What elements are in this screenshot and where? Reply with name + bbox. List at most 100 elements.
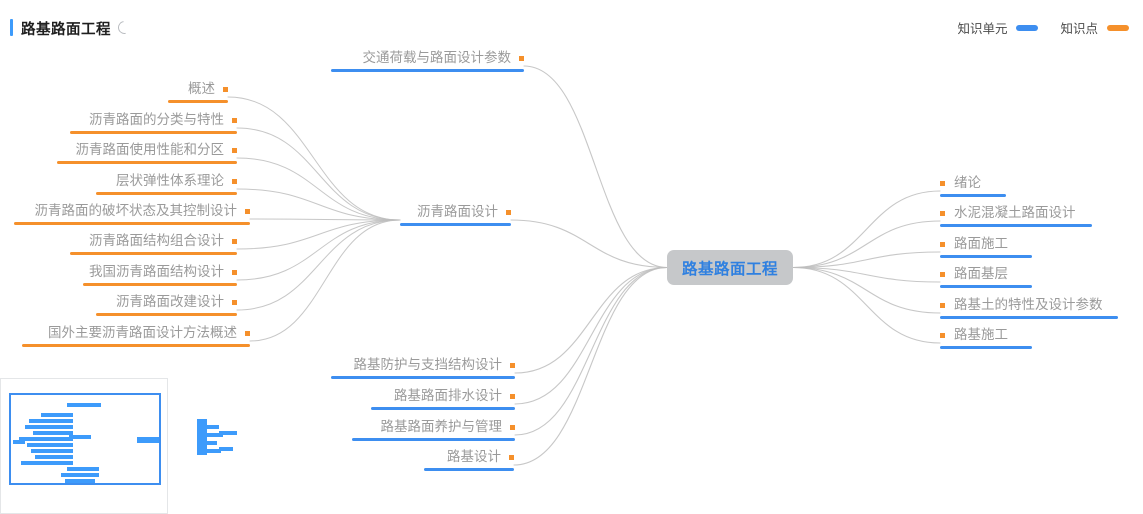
- node-label: 概述: [188, 81, 215, 96]
- connector-link: [792, 251, 941, 269]
- minimap-node-bar: [201, 425, 219, 429]
- loading-spinner-icon: [115, 18, 134, 37]
- legend-label-knowledge-point: 知识点: [1060, 22, 1098, 36]
- node-label: 路基路面排水设计: [394, 388, 502, 403]
- node-underline: [940, 316, 1118, 319]
- connector-link: [792, 220, 941, 269]
- mindmap-node-right-1[interactable]: 水泥混凝土路面设计: [940, 204, 1092, 227]
- node-underline: [70, 131, 237, 134]
- connector-link: [236, 188, 401, 221]
- node-bullet-icon: [232, 147, 237, 153]
- node-label: 沥青路面使用性能和分区: [75, 142, 225, 157]
- connector-link: [792, 266, 941, 283]
- node-underline: [940, 194, 1006, 197]
- mindmap-node-left-2[interactable]: 沥青路面使用性能和分区: [57, 141, 237, 164]
- minimap-node-bar: [61, 473, 99, 477]
- minimap-viewport[interactable]: [9, 393, 237, 485]
- connector-link: [249, 219, 401, 342]
- minimap-node-bar: [65, 479, 95, 483]
- mindmap-node-right-2[interactable]: 路面施工: [940, 235, 1032, 258]
- mindmap-node-left-1[interactable]: 沥青路面的分类与特性: [70, 111, 237, 134]
- node-bullet-icon: [940, 302, 945, 308]
- node-label: 沥青路面的破坏状态及其控制设计: [34, 203, 238, 218]
- connector-link: [514, 266, 668, 405]
- node-label: 路基设计: [447, 449, 501, 464]
- mindmap-node-left-4[interactable]: 沥青路面的破坏状态及其控制设计: [14, 202, 250, 225]
- node-underline: [70, 252, 237, 255]
- node-label: 沥青路面结构组合设计: [89, 233, 224, 248]
- legend-item-knowledge-unit: 知识单元: [957, 18, 1039, 37]
- connector-link: [510, 219, 668, 269]
- minimap-node-bar: [35, 455, 73, 459]
- node-underline: [400, 223, 511, 226]
- node-bullet-icon: [245, 208, 250, 214]
- mindmap-node-right-0[interactable]: 绪论: [940, 174, 1006, 197]
- node-bullet-icon: [223, 86, 228, 92]
- minimap-node-bar: [69, 435, 91, 439]
- legend-label-knowledge-unit: 知识单元: [957, 22, 1008, 36]
- minimap-node-bar: [33, 431, 73, 435]
- mindmap-node-right-3[interactable]: 路面基层: [940, 265, 1032, 288]
- minimap-node-bar: [25, 425, 73, 429]
- minimap-node-bar: [31, 449, 73, 453]
- mindmap-node-right-4[interactable]: 路基土的特性及设计参数: [940, 296, 1118, 319]
- node-underline: [331, 376, 515, 379]
- mindmap-node-mid-5[interactable]: 路基设计: [424, 448, 514, 471]
- minimap-node-bar: [201, 433, 223, 437]
- node-label: 路基路面养护与管理: [380, 419, 503, 434]
- connector-link: [523, 65, 668, 269]
- connector-link: [227, 96, 401, 221]
- connector-link: [514, 266, 668, 374]
- node-label: 路面基层: [954, 266, 1008, 281]
- minimap-node-bar: [67, 403, 101, 407]
- connector-link: [236, 157, 401, 221]
- mindmap-node-left-3[interactable]: 层状弹性体系理论: [96, 172, 237, 195]
- node-bullet-icon: [940, 271, 945, 277]
- connector-link: [236, 219, 401, 311]
- mindmap-node-left-5[interactable]: 沥青路面结构组合设计: [70, 232, 237, 255]
- minimap-panel[interactable]: [0, 378, 237, 514]
- mindmap-node-mid-1[interactable]: 沥青路面设计: [400, 203, 511, 226]
- node-underline: [22, 344, 250, 347]
- connector-link: [513, 266, 668, 466]
- connector-link: [514, 266, 668, 436]
- root-node[interactable]: 路基路面工程: [667, 250, 793, 285]
- node-label: 路基施工: [954, 327, 1008, 342]
- mindmap-node-left-8[interactable]: 国外主要沥青路面设计方法概述: [22, 324, 250, 347]
- node-bullet-icon: [232, 117, 237, 123]
- root-node-label: 路基路面工程: [681, 260, 778, 278]
- node-bullet-icon: [940, 210, 945, 216]
- mindmap-node-left-6[interactable]: 我国沥青路面结构设计: [83, 263, 237, 286]
- header-accent-bar: [10, 19, 13, 36]
- node-underline: [424, 468, 514, 471]
- minimap-node-bar: [219, 431, 237, 435]
- mindmap-node-left-0[interactable]: 概述: [168, 80, 228, 103]
- minimap-node-bar: [219, 447, 233, 451]
- node-label: 路面施工: [954, 236, 1008, 251]
- mindmap-node-left-7[interactable]: 沥青路面改建设计: [96, 293, 237, 316]
- mindmap-node-right-5[interactable]: 路基施工: [940, 326, 1032, 349]
- node-bullet-icon: [940, 332, 945, 338]
- node-bullet-icon: [940, 241, 945, 247]
- minimap-node-bar: [67, 467, 99, 471]
- legend-item-knowledge-point: 知识点: [1060, 18, 1129, 37]
- node-underline: [96, 313, 237, 316]
- legend-swatch-orange-icon: [1107, 24, 1129, 31]
- mindmap-node-mid-4[interactable]: 路基路面养护与管理: [352, 418, 515, 441]
- node-underline: [940, 285, 1032, 288]
- node-underline: [14, 222, 250, 225]
- node-bullet-icon: [509, 454, 514, 460]
- node-label: 国外主要沥青路面设计方法概述: [48, 325, 237, 340]
- node-bullet-icon: [506, 209, 511, 215]
- node-underline: [940, 255, 1032, 258]
- mindmap-node-mid-3[interactable]: 路基路面排水设计: [371, 387, 515, 410]
- mindmap-node-mid-0[interactable]: 交通荷载与路面设计参数: [331, 49, 524, 72]
- connector-link: [236, 219, 401, 250]
- connector-link: [792, 266, 941, 314]
- minimap-node-bar: [197, 419, 207, 455]
- node-label: 路基土的特性及设计参数: [954, 297, 1103, 312]
- node-underline: [331, 69, 524, 72]
- mindmap-node-mid-2[interactable]: 路基防护与支挡结构设计: [331, 356, 515, 379]
- connector-link: [792, 266, 941, 344]
